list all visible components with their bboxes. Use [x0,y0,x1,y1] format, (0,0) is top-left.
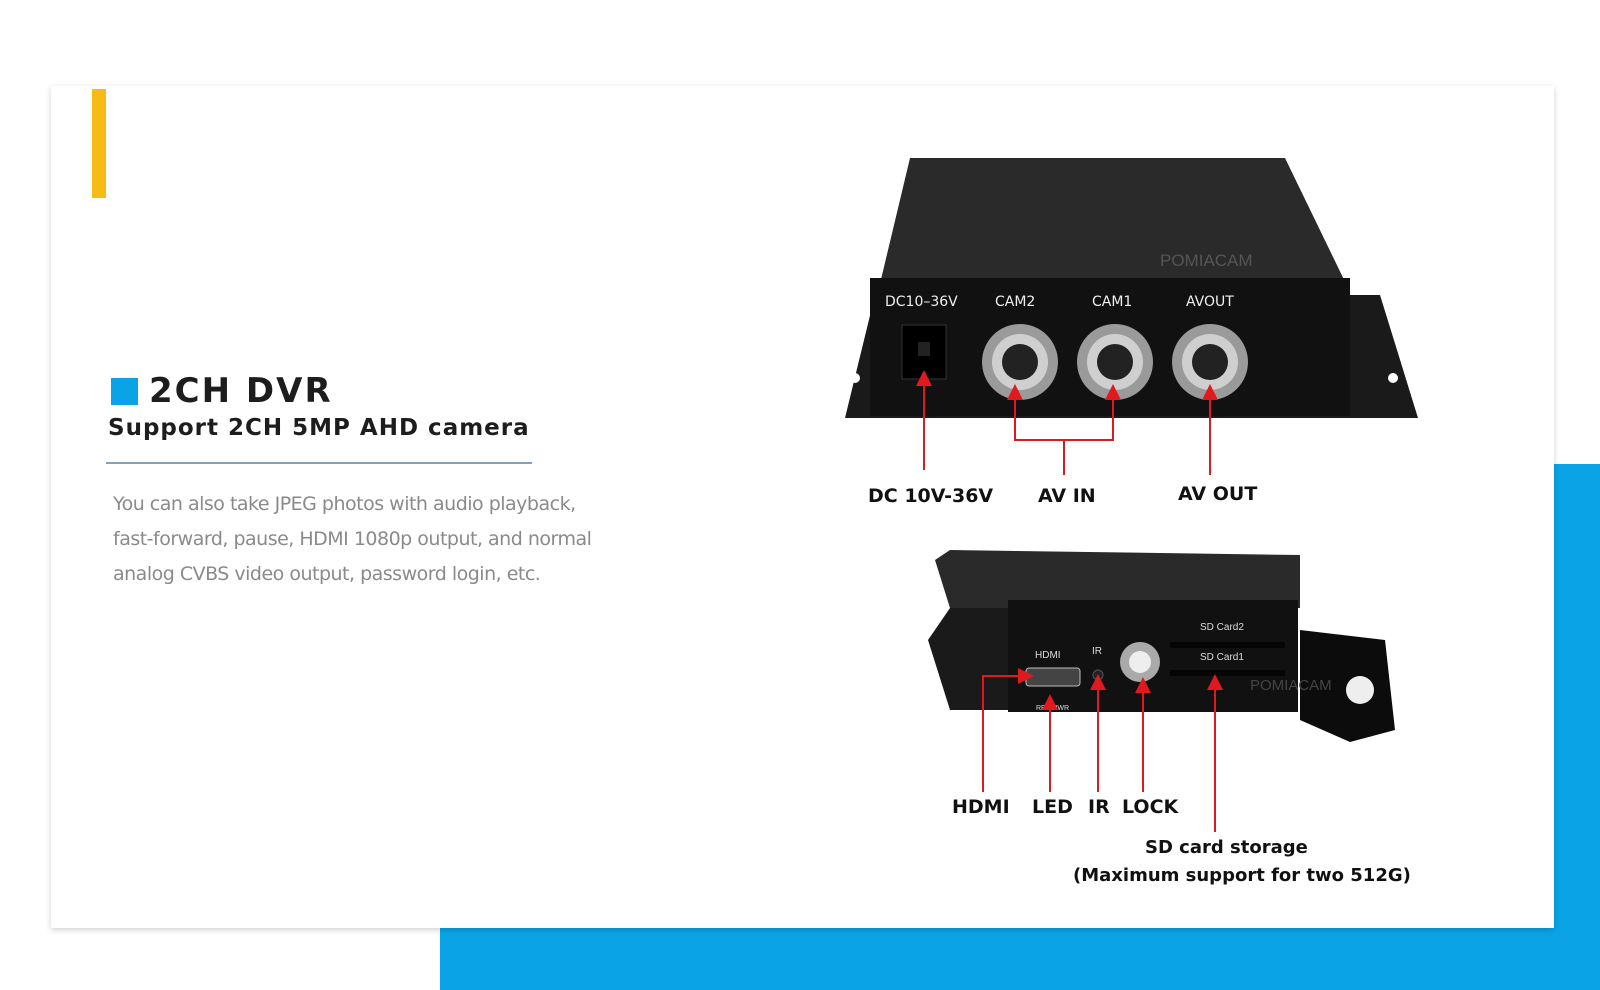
description: You can also take JPEG photos with audio… [113,493,592,585]
accent-bar [92,89,106,198]
panel-label-hdmi: HDMI [1035,650,1061,661]
callout-led: LED [1032,796,1073,818]
divider [106,462,532,464]
callout-power: DC 10V-36V [868,485,993,507]
callout-av-out: AV OUT [1178,483,1257,505]
device-bottom-brand: POMIACAM [1250,677,1332,694]
ir-sensor [1092,669,1104,681]
callout-hdmi: HDMI [952,796,1010,818]
dvr-front-view: POMIACAM DC10–36V CAM2 CAM1 AVOUT DC 10V… [845,158,1418,507]
subtitle: Support 2CH 5MP AHD camera [108,415,530,441]
hdmi-port [1025,667,1081,687]
panel-label-rec-pwr: REC PWR [1036,705,1069,712]
heading: 2CH DVR [111,371,333,411]
background-blue-panel-bottom [440,928,1600,990]
callout-lock: LOCK [1122,796,1180,818]
port-label-cam2: CAM2 [995,294,1035,310]
device-top-brand: POMIACAM [1160,251,1253,270]
callout-av-in: AV IN [1038,485,1096,507]
connector-avout [1172,324,1248,400]
page-title: 2CH DVR [149,371,333,411]
port-label-cam1: CAM1 [1092,294,1132,310]
heading-square-icon [111,377,138,405]
port-label-dc: DC10–36V [885,294,958,310]
product-photo: POMIACAM DC10–36V CAM2 CAM1 AVOUT DC 10V… [845,158,1418,886]
dvr-side-view: POMIACAM HDMI IR SD Card2 SD Card1 REC P… [928,550,1411,886]
callout-sd-line2: (Maximum support for two 512G) [1073,865,1411,886]
panel-label-sd1: SD Card1 [1200,652,1244,663]
callout-sd-line1: SD card storage [1145,837,1308,858]
connector-cam2 [982,324,1058,400]
port-label-avout: AVOUT [1186,294,1234,310]
panel-label-sd2: SD Card2 [1200,622,1244,633]
connector-cam1 [1077,324,1153,400]
callout-ir: IR [1088,796,1110,818]
panel-label-ir: IR [1092,646,1102,657]
